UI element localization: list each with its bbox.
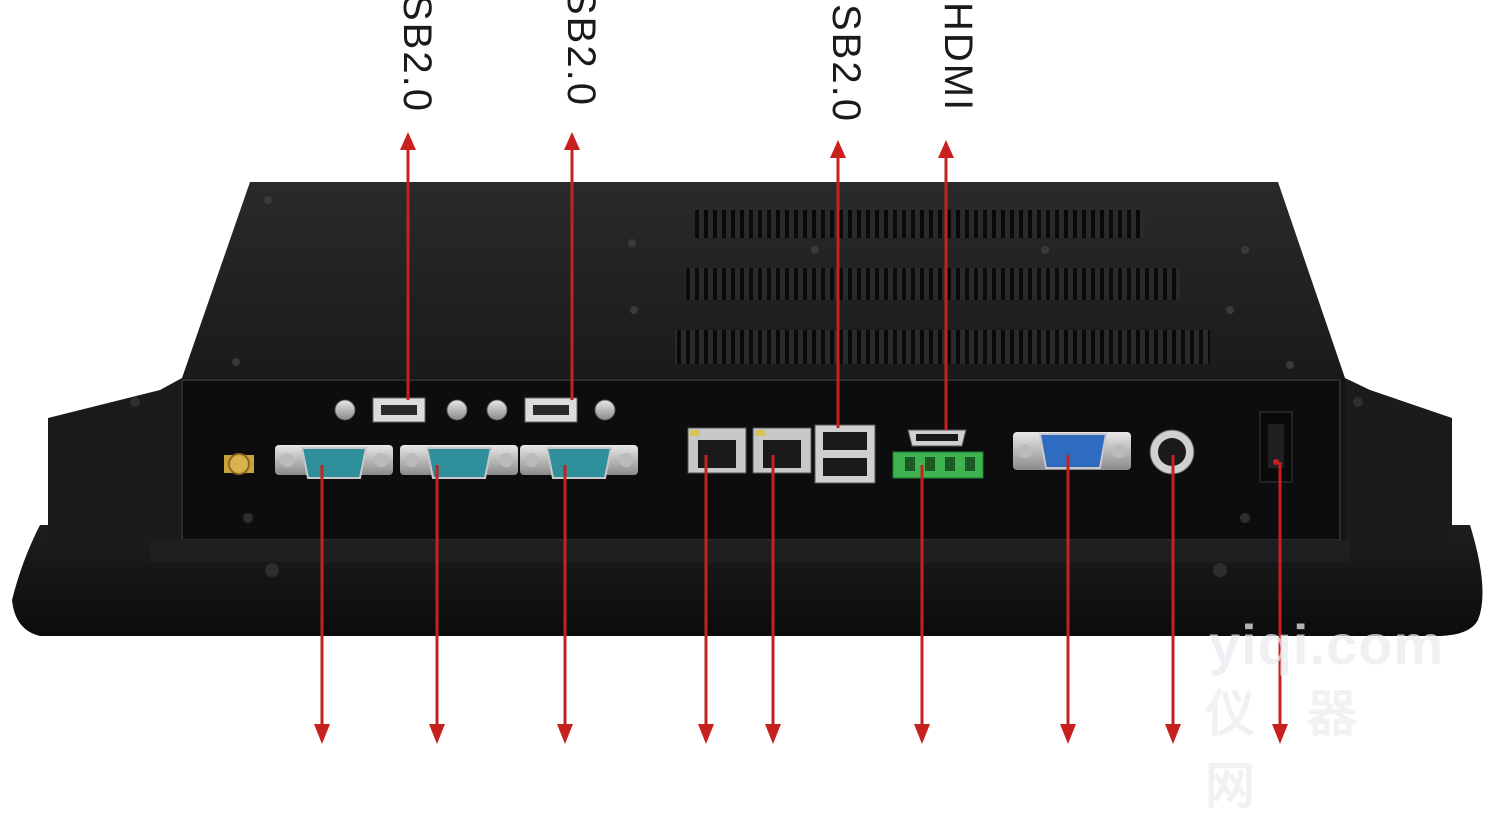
lan-port-2 <box>752 427 812 474</box>
serial-port-3 <box>520 445 638 479</box>
serial-port-1 <box>275 445 393 479</box>
device-illustration <box>12 132 1483 744</box>
thumb-screws <box>334 399 616 421</box>
vent-row-3 <box>675 330 1210 364</box>
terminal-block <box>892 451 984 479</box>
hdmi-label: HDMI <box>936 2 980 113</box>
hdmi-port <box>907 429 967 447</box>
vga-port <box>1013 432 1131 470</box>
antenna-connector <box>224 453 254 475</box>
usb-label-1: SB2.0 <box>395 0 439 113</box>
usb-stack <box>814 424 876 484</box>
vent-row-1 <box>695 210 1145 238</box>
round-connector <box>1149 429 1195 475</box>
serial-port-2 <box>400 445 518 479</box>
usb-port-rear-1 <box>372 397 426 423</box>
usb-port-rear-2 <box>524 397 578 423</box>
lan-port-1 <box>687 427 747 474</box>
power-switch <box>1259 411 1293 483</box>
arrows-down <box>314 455 1288 744</box>
usb-label-3: SB2.0 <box>824 4 868 123</box>
usb-label-2: SB2.0 <box>559 0 603 107</box>
arrows-up <box>400 132 954 430</box>
vent-row-2 <box>685 268 1180 300</box>
